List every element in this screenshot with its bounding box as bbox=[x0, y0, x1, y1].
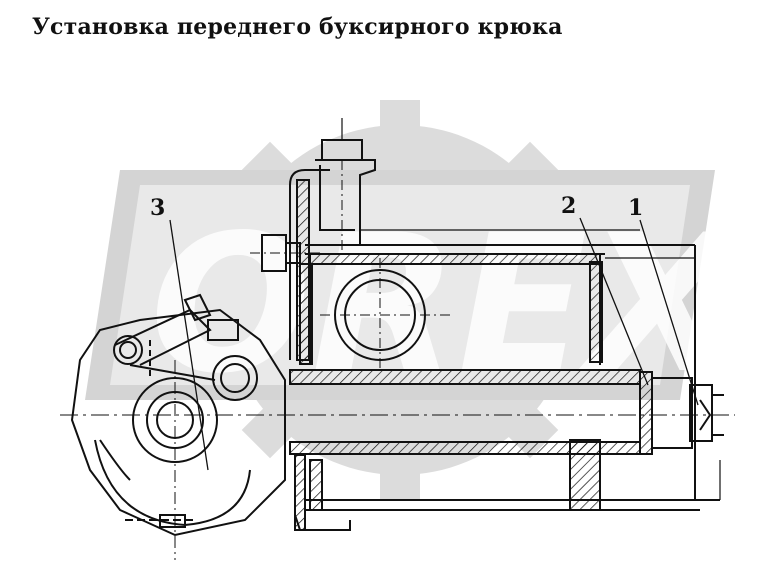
callout-leaders bbox=[169, 217, 699, 471]
leader-2 bbox=[579, 217, 649, 386]
callout-1: 1 bbox=[628, 195, 643, 221]
leader-1 bbox=[639, 219, 699, 406]
leader-3 bbox=[169, 219, 209, 471]
callout-3: 3 bbox=[150, 195, 165, 221]
callout-2: 2 bbox=[561, 193, 576, 219]
mechanical-parts bbox=[60, 118, 735, 560]
page-title: Установка переднего буксирного крюка bbox=[32, 14, 563, 40]
